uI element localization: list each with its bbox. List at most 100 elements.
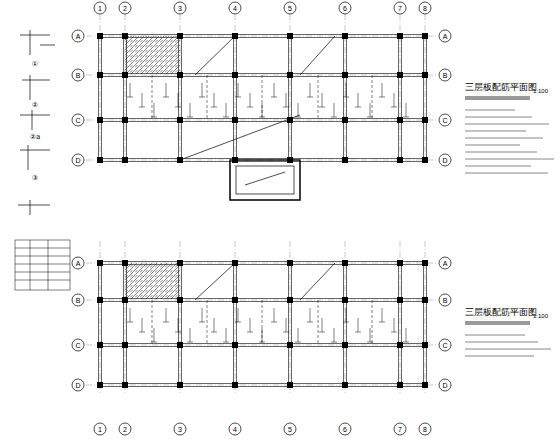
rebar-mark [346, 83, 347, 97]
beam-line [288, 263, 289, 385]
column [422, 33, 428, 39]
grid-bubble: 6 [343, 5, 347, 12]
grid-bubble: D [75, 157, 80, 164]
rebar-mark [151, 342, 157, 343]
column [177, 117, 183, 123]
column [97, 117, 103, 123]
rebar-mark [154, 103, 155, 117]
rebar-mark [307, 97, 313, 98]
beam-line [401, 36, 402, 160]
column [122, 117, 128, 123]
beam-line [100, 158, 425, 159]
column [342, 157, 348, 163]
rebar-mark [295, 342, 301, 343]
grid-line [86, 345, 437, 346]
beam-line [346, 36, 347, 160]
grid-bubble: B [443, 72, 448, 79]
rebar-mark [391, 107, 397, 108]
note-line [465, 355, 534, 356]
rebar-mark [245, 172, 285, 185]
column [397, 382, 403, 388]
rebar-mark [406, 328, 407, 342]
rebar-mark [139, 332, 145, 333]
column [97, 382, 103, 388]
grid-bubble: 8 [423, 426, 427, 433]
beam-line [101, 263, 102, 385]
beam-line [100, 264, 425, 265]
beam-line [233, 263, 234, 385]
beam-line [100, 118, 425, 119]
beam-line [100, 343, 425, 344]
column [97, 157, 103, 163]
rebar-mark [151, 117, 157, 118]
beam-line [178, 36, 179, 160]
beam-line [100, 161, 425, 162]
scale-text: 1:100 [533, 88, 548, 94]
grid-bubble-circle [119, 423, 131, 435]
rebar-mark [379, 97, 385, 98]
beam-line [100, 386, 425, 387]
column [122, 72, 128, 78]
rebar-mark [190, 328, 191, 342]
rebar-mark [250, 93, 251, 107]
slab-hatch [125, 36, 180, 74]
column [397, 297, 403, 303]
secondary-beam [372, 75, 373, 120]
detail-number: ②a [30, 133, 41, 141]
column [177, 72, 183, 78]
grid-bubble: 1 [98, 5, 102, 12]
grid-bubble-circle [229, 2, 241, 14]
rebar-mark [223, 117, 229, 118]
column [342, 382, 348, 388]
rebar-mark [130, 308, 131, 322]
beam-line [398, 263, 399, 385]
beam-line [123, 36, 124, 160]
rebar-mark [286, 318, 287, 332]
rebar-mark [367, 342, 373, 343]
rebar-mark [142, 318, 143, 332]
beam-line [100, 121, 425, 122]
grid-bubble: 6 [343, 426, 347, 433]
grid-line [86, 263, 437, 264]
column [422, 72, 428, 78]
rebar-mark [154, 328, 155, 342]
grid-bubble: 3 [178, 5, 182, 12]
note-line [465, 341, 538, 342]
beam-line [233, 36, 234, 160]
rebar-mark [226, 328, 227, 342]
column [232, 33, 238, 39]
grid-bubble-circle [439, 69, 451, 81]
rebar-mark [139, 107, 145, 108]
rebar-mark [403, 342, 409, 343]
rebar-mark [346, 308, 347, 322]
secondary-beam [152, 75, 153, 120]
rebar-mark [334, 103, 335, 117]
grid-bubble-circle [394, 2, 406, 14]
column [122, 382, 128, 388]
note-line [465, 130, 526, 131]
rebar-mark [379, 322, 385, 323]
beam-line [181, 36, 182, 160]
grid-bubble-circle [419, 423, 431, 435]
column [342, 33, 348, 39]
note-line [465, 137, 543, 138]
grid-line [86, 160, 437, 161]
rebar-mark [310, 83, 311, 97]
beam-line [126, 263, 127, 385]
grid-bubble: A [443, 33, 448, 40]
beam-line [98, 263, 99, 385]
projection-box [230, 160, 300, 200]
rebar-mark [262, 328, 263, 342]
rebar-mark [283, 107, 289, 108]
note-line [465, 165, 531, 166]
beam-line [236, 263, 237, 385]
beam-line [101, 36, 102, 160]
rebar-mark [394, 93, 395, 107]
beam-line [291, 36, 292, 160]
grid-bubble: D [442, 157, 447, 164]
rebar-mark [211, 107, 217, 108]
rebar-mark [175, 107, 181, 108]
beam-line [423, 36, 424, 160]
grid-bubble-circle [72, 379, 84, 391]
